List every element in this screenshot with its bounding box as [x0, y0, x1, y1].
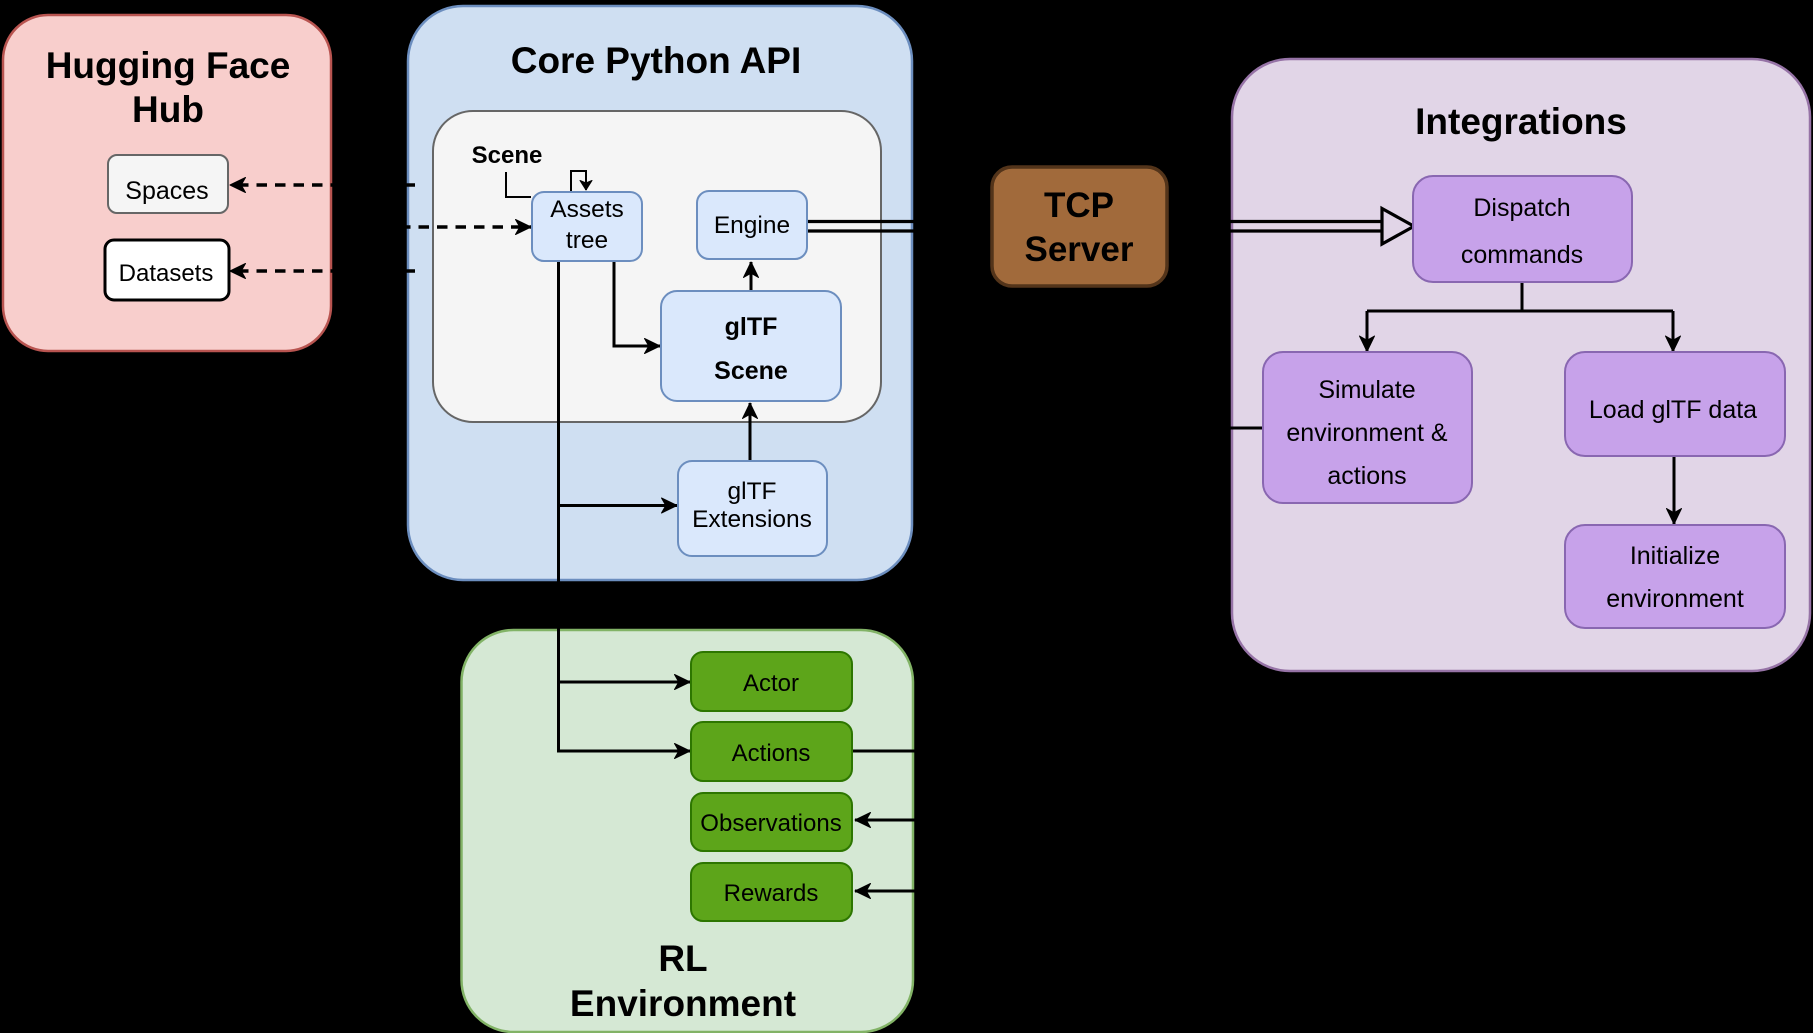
svg-text:Observations: Observations	[700, 810, 841, 837]
svg-text:Core Python API: Core Python API	[511, 40, 802, 81]
svg-text:Scene: Scene	[472, 142, 543, 169]
svg-text:Load glTF data: Load glTF data	[1589, 396, 1757, 424]
svg-text:Engine: Engine	[714, 212, 790, 239]
svg-text:Actions: Actions	[732, 740, 811, 767]
svg-text:Integrations: Integrations	[1415, 101, 1627, 142]
svg-text:Datasets: Datasets	[119, 260, 214, 287]
svg-text:Actor: Actor	[743, 670, 799, 697]
svg-text:Rewards: Rewards	[724, 880, 819, 907]
svg-text:Spaces: Spaces	[125, 177, 208, 205]
